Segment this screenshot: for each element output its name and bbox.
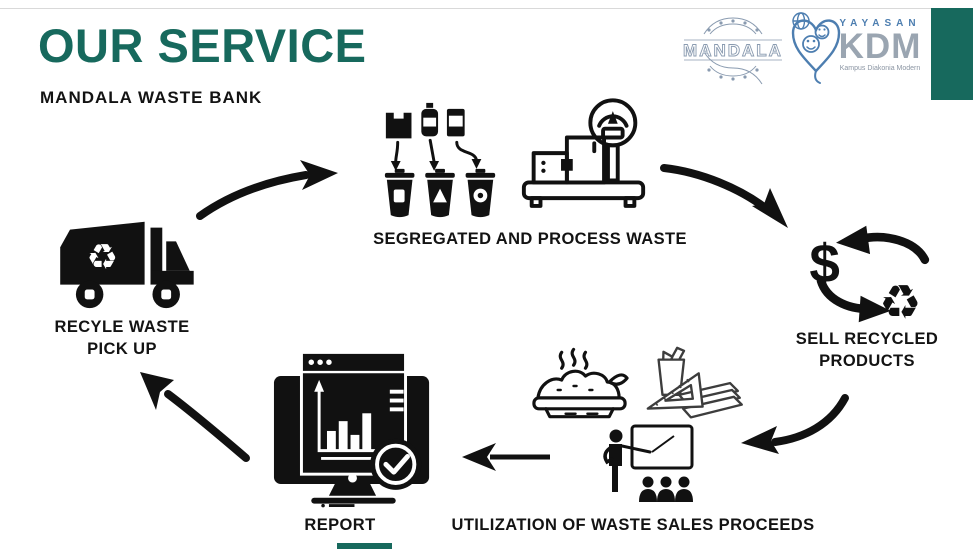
page-title: OUR SERVICE <box>38 19 367 72</box>
step-label-sell: SELL RECYCLED PRODUCTS <box>796 328 938 373</box>
step-label-report: REPORT <box>304 516 376 534</box>
top-divider-line <box>0 8 931 9</box>
arrow-pickup-to-segregate <box>196 160 338 220</box>
sell-label-line2: PRODUCTS <box>819 352 915 371</box>
pickup-label-line1: RECYLE WASTE <box>54 318 190 336</box>
mandala-logo: MANDALA <box>683 17 783 85</box>
arrow-sell-to-utilize <box>741 394 849 454</box>
mandala-logo-text: MANDALA <box>683 41 783 60</box>
weighing-scale-icon <box>521 98 646 208</box>
report-monitor-icon <box>273 350 430 508</box>
food-plate-icon <box>532 347 629 419</box>
recycle-truck-icon: ♻ <box>60 221 194 309</box>
truck-recycle-glyph: ♻ <box>87 237 119 278</box>
kdm-acronym-text: KDM <box>839 27 922 66</box>
step-label-segregate: SEGREGATED AND PROCESS WASTE <box>373 230 687 248</box>
teaching-presentation-icon <box>603 424 694 502</box>
school-supplies-icon <box>646 346 743 419</box>
step-label-utilize: UTILIZATION OF WASTE SALES PROCEEDS <box>451 516 815 534</box>
money-recycle-exchange-icon: $ ♻ <box>809 225 930 326</box>
kdm-logo: YAYASAN KDM Kampus Diakonia Modern <box>791 12 922 84</box>
sell-label-line1: SELL RECYCLED <box>795 330 939 348</box>
arrow-segregate-to-sell <box>660 164 788 228</box>
arrow-utilize-to-report <box>462 443 550 471</box>
recycle-glyph: ♻ <box>879 275 921 326</box>
kdm-yayasan-text: YAYASAN <box>839 18 920 29</box>
waste-sorting-bins-icon <box>384 102 496 218</box>
kdm-tagline-text: Kampus Diakonia Modern <box>840 65 921 72</box>
accent-side-bar <box>931 8 973 100</box>
pickup-label-line2: PICK UP <box>87 340 157 359</box>
arrow-report-to-pickup <box>140 372 250 462</box>
page-subtitle: MANDALA WASTE BANK <box>40 88 263 107</box>
step-label-pickup: RECYLE WASTE PICK UP <box>55 316 190 361</box>
accent-bottom-bar <box>337 543 392 549</box>
